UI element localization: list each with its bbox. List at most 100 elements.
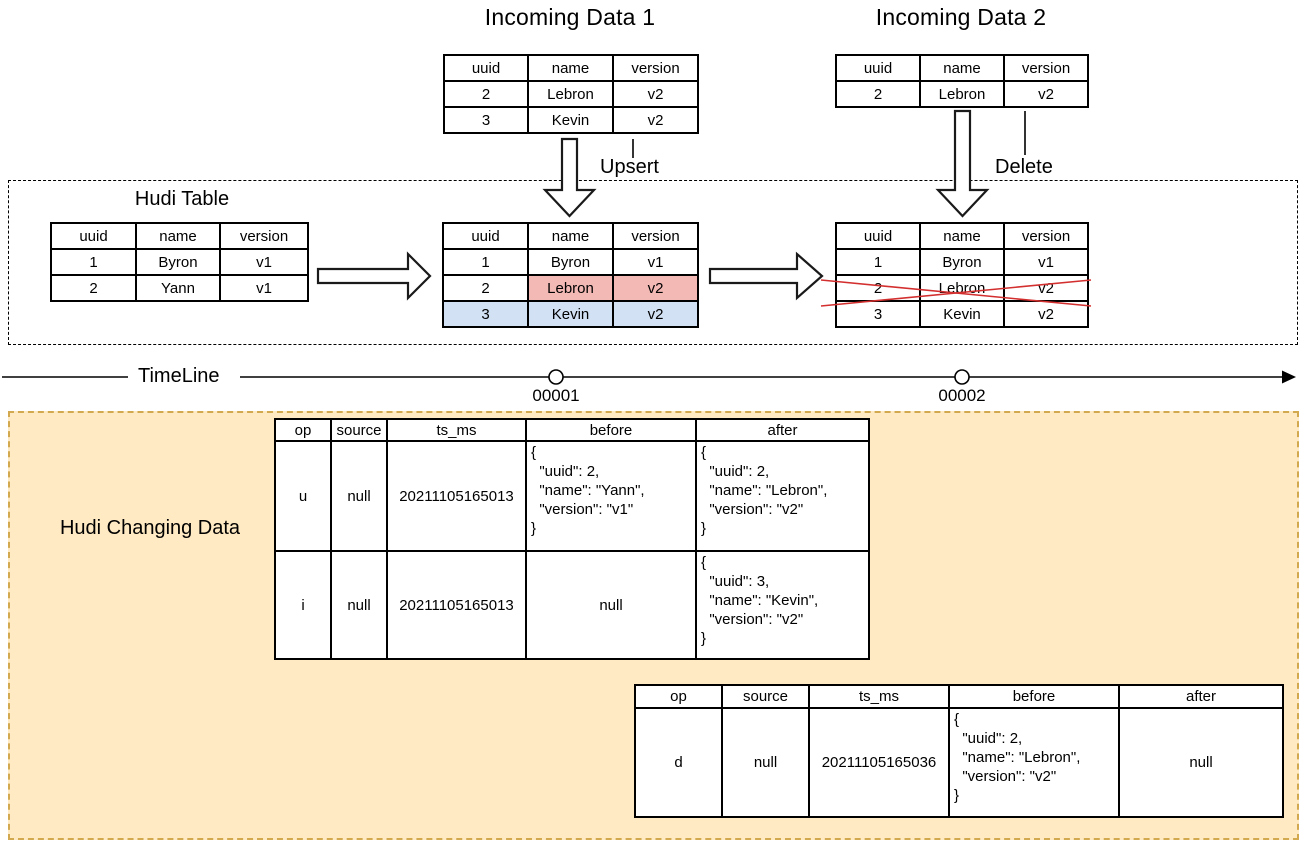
table-cell: v2 xyxy=(1003,274,1089,302)
cdc-row-insert: i null 20211105165013 null { "uuid": 3, … xyxy=(274,550,870,660)
hudi-table-initial: uuid name version 1 Byron v1 2 Yann v1 xyxy=(50,222,309,302)
upsert-label: Upsert xyxy=(600,156,659,178)
hudi-table-title: Hudi Table xyxy=(134,188,230,210)
table-cell: 2 xyxy=(50,274,137,302)
table-cell: 2 xyxy=(442,274,529,302)
after-cell: { "uuid": 3, "name": "Kevin", "version":… xyxy=(695,550,870,660)
changing-data-label: Hudi Changing Data xyxy=(59,517,241,539)
table-row: 1 Byron v1 xyxy=(442,248,699,276)
hudi-table-after-delete: uuid name version 1 Byron v1 2 Lebron v2… xyxy=(835,222,1089,328)
source-cell: null xyxy=(721,707,810,818)
header-cell: uuid xyxy=(443,54,529,82)
header-cell: op xyxy=(274,418,332,442)
header-cell: before xyxy=(948,684,1120,709)
after-cell: { "uuid": 2, "name": "Lebron", "version"… xyxy=(695,440,870,552)
table-cell: v1 xyxy=(219,248,309,276)
updated-cell: v2 xyxy=(612,274,699,302)
header-cell: ts_ms xyxy=(386,418,527,442)
timeline-label: TimeLine xyxy=(138,365,220,387)
table-cell: 2 xyxy=(443,80,529,108)
table-cell: Lebron xyxy=(919,274,1005,302)
header-cell: before xyxy=(525,418,697,442)
inserted-row: 3 Kevin v2 xyxy=(442,300,699,328)
header-cell: after xyxy=(695,418,870,442)
incoming-data-2-title: Incoming Data 2 xyxy=(875,4,1047,30)
header-cell: source xyxy=(330,418,388,442)
header-cell: name xyxy=(919,54,1005,82)
header-cell: uuid xyxy=(835,54,921,82)
incoming-data-1-table: uuid name version 2 Lebron v2 3 Kevin v2 xyxy=(443,54,699,134)
header-cell: after xyxy=(1118,684,1284,709)
header-row: op source ts_ms before after xyxy=(274,418,870,442)
commit-label-00001: 00001 xyxy=(532,386,580,405)
table-cell: Byron xyxy=(527,248,614,276)
table-cell: 3 xyxy=(835,300,921,328)
timeline-arrowhead xyxy=(1282,370,1296,384)
header-cell: uuid xyxy=(835,222,921,250)
table-row: 1 Byron v1 xyxy=(835,248,1089,276)
header-cell: version xyxy=(612,54,699,82)
commit-marker-1 xyxy=(548,369,564,385)
header-row: uuid name version xyxy=(50,222,309,250)
op-cell: u xyxy=(274,440,332,552)
header-cell: version xyxy=(1003,54,1089,82)
table-cell: 2 xyxy=(835,274,921,302)
table-cell: 1 xyxy=(442,248,529,276)
header-cell: uuid xyxy=(50,222,137,250)
after-cell: null xyxy=(1118,707,1284,818)
before-cell: null xyxy=(525,550,697,660)
header-cell: op xyxy=(634,684,723,709)
table-row: 2 Lebron v2 xyxy=(835,80,1089,108)
cdc-row-delete: d null 20211105165036 { "uuid": 2, "name… xyxy=(634,707,1284,818)
updated-cell: Lebron xyxy=(527,274,614,302)
hudi-table-box xyxy=(8,180,1298,345)
header-row: uuid name version xyxy=(835,54,1089,82)
table-row: 3 Kevin v2 xyxy=(835,300,1089,328)
before-cell: { "uuid": 2, "name": "Yann", "version": … xyxy=(525,440,697,552)
ts-cell: 20211105165013 xyxy=(386,440,527,552)
ts-cell: 20211105165036 xyxy=(808,707,950,818)
incoming-data-1-title: Incoming Data 1 xyxy=(484,4,656,30)
inserted-cell: 3 xyxy=(442,300,529,328)
header-row: uuid name version xyxy=(835,222,1089,250)
commit-label-00002: 00002 xyxy=(938,386,986,405)
deleted-row: 2 Lebron v2 xyxy=(835,274,1089,302)
inserted-cell: Kevin xyxy=(527,300,614,328)
table-cell: Lebron xyxy=(919,80,1005,108)
op-cell: i xyxy=(274,550,332,660)
header-row: op source ts_ms before after xyxy=(634,684,1284,709)
hudi-table-after-upsert: uuid name version 1 Byron v1 2 Lebron v2… xyxy=(442,222,699,328)
delete-label: Delete xyxy=(995,156,1053,178)
table-row: 2 Yann v1 xyxy=(50,274,309,302)
ts-cell: 20211105165013 xyxy=(386,550,527,660)
table-cell: v1 xyxy=(612,248,699,276)
header-cell: ts_ms xyxy=(808,684,950,709)
inserted-cell: v2 xyxy=(612,300,699,328)
table-cell: 2 xyxy=(835,80,921,108)
table-row: 1 Byron v1 xyxy=(50,248,309,276)
header-cell: name xyxy=(919,222,1005,250)
commit-marker-2 xyxy=(954,369,970,385)
updated-row: 2 Lebron v2 xyxy=(442,274,699,302)
table-cell: v2 xyxy=(612,106,699,134)
header-row: uuid name version xyxy=(442,222,699,250)
table-row: 2 Lebron v2 xyxy=(443,80,699,108)
before-cell: { "uuid": 2, "name": "Lebron", "version"… xyxy=(948,707,1120,818)
header-cell: name xyxy=(527,222,614,250)
header-cell: name xyxy=(527,54,614,82)
table-row: 3 Kevin v2 xyxy=(443,106,699,134)
cdc-table-commit2: op source ts_ms before after d null 2021… xyxy=(634,684,1284,818)
table-cell: Lebron xyxy=(527,80,614,108)
incoming-data-2-table: uuid name version 2 Lebron v2 xyxy=(835,54,1089,108)
table-cell: v2 xyxy=(1003,80,1089,108)
table-cell: v2 xyxy=(612,80,699,108)
header-cell: version xyxy=(1003,222,1089,250)
table-cell: Byron xyxy=(135,248,221,276)
table-cell: Kevin xyxy=(527,106,614,134)
cdc-row-update: u null 20211105165013 { "uuid": 2, "name… xyxy=(274,440,870,552)
table-cell: 1 xyxy=(50,248,137,276)
table-cell: v2 xyxy=(1003,300,1089,328)
header-row: uuid name version xyxy=(443,54,699,82)
table-cell: 3 xyxy=(443,106,529,134)
